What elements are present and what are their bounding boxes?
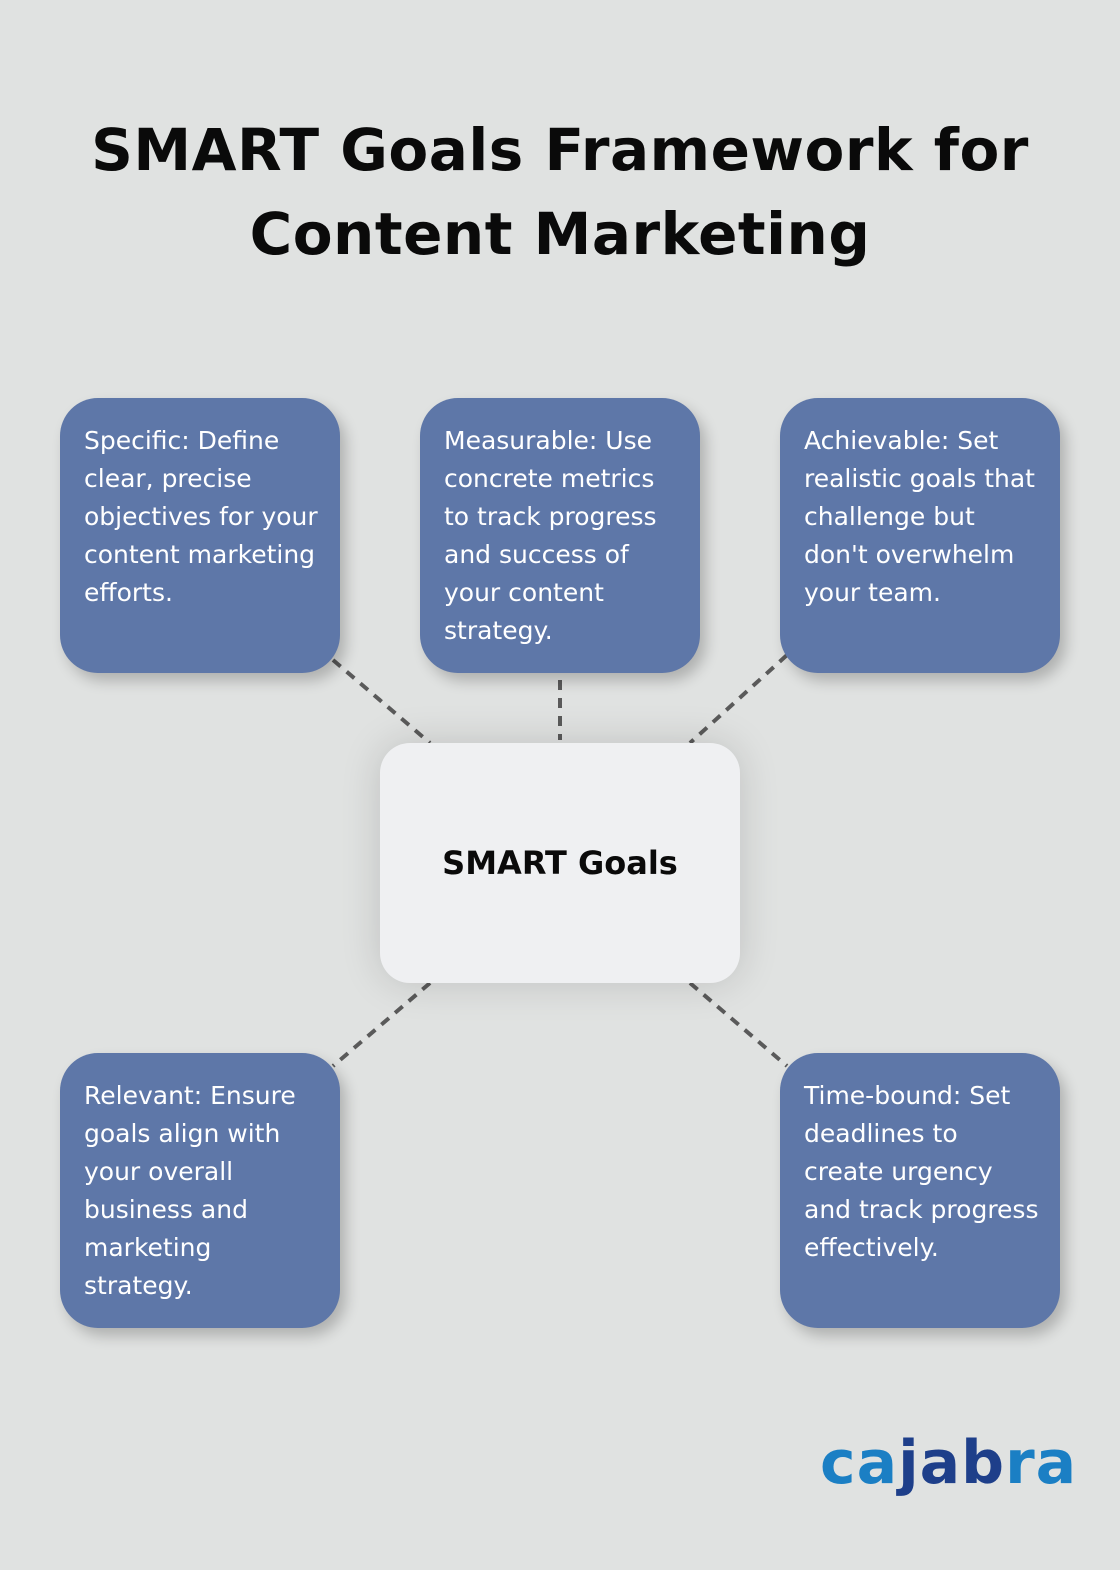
logo-part-2: jab [898,1428,1006,1498]
title-line-1: SMART Goals Framework for [91,116,1029,184]
logo-part-3: ra [1005,1428,1078,1498]
node-achievable: Achievable: Set realistic goals that cha… [780,398,1060,673]
title-line-2: Content Marketing [249,200,871,268]
node-relevant-text: Relevant: Ensure goals align with your o… [84,1081,296,1300]
node-time-bound: Time-bound: Set deadlines to create urge… [780,1053,1060,1328]
center-node: SMART Goals [380,743,740,983]
node-time-bound-text: Time-bound: Set deadlines to create urge… [804,1081,1039,1262]
connector-achievable [688,653,789,745]
node-specific: Specific: Define clear, precise objectiv… [60,398,340,673]
connector-time-bound [688,981,789,1068]
connector-relevant [331,981,432,1068]
node-measurable: Measurable: Use concrete metrics to trac… [420,398,700,673]
center-label: SMART Goals [442,844,678,882]
page-title: SMART Goals Framework for Content Market… [0,108,1120,276]
node-relevant: Relevant: Ensure goals align with your o… [60,1053,340,1328]
node-specific-text: Specific: Define clear, precise objectiv… [84,426,318,607]
node-achievable-text: Achievable: Set realistic goals that cha… [804,426,1035,607]
connector-specific [331,658,432,745]
node-measurable-text: Measurable: Use concrete metrics to trac… [444,426,657,645]
cajabra-logo: cajabra [820,1428,1077,1498]
logo-part-1: ca [820,1428,899,1498]
